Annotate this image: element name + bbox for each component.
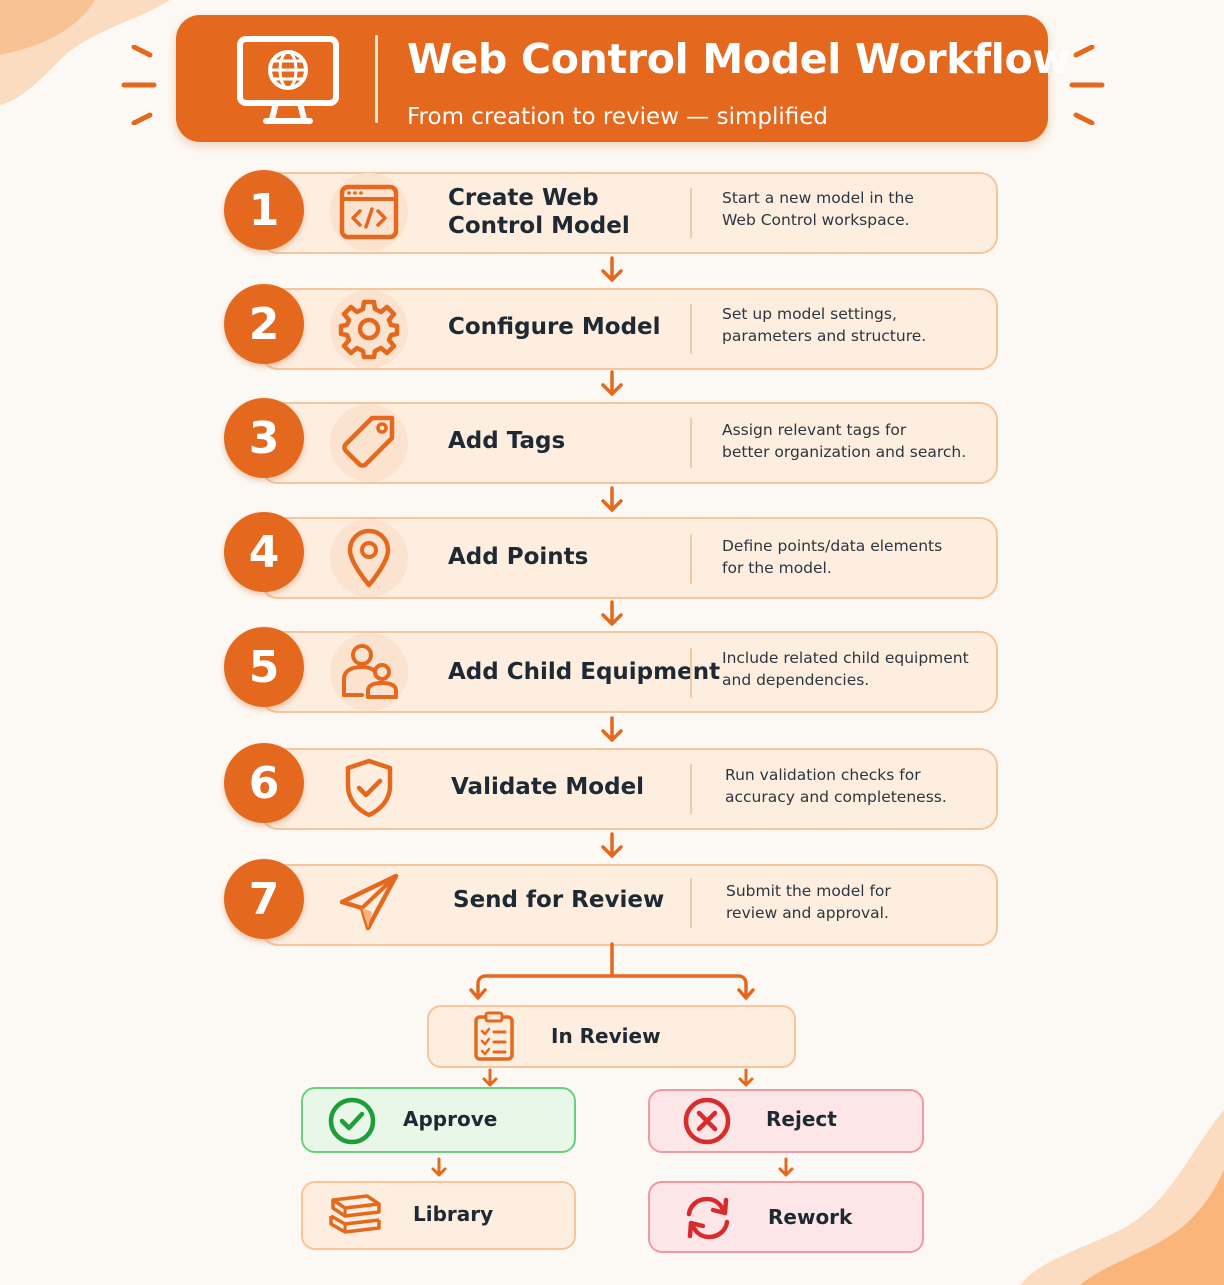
step-title: Validate Model bbox=[451, 774, 645, 800]
down-arrow bbox=[601, 716, 623, 742]
step-number-badge: 6 bbox=[224, 743, 304, 823]
reject-box bbox=[648, 1089, 924, 1153]
library-label: Library bbox=[413, 1202, 494, 1226]
down-arrow-small bbox=[738, 1068, 754, 1087]
down-arrow-small bbox=[482, 1068, 498, 1087]
code-window-icon bbox=[339, 184, 399, 240]
step-divider bbox=[690, 304, 692, 354]
users-icon bbox=[342, 644, 398, 699]
step-number-badge: 7 bbox=[224, 859, 304, 939]
step-divider bbox=[690, 418, 692, 468]
step-divider bbox=[690, 878, 692, 928]
left-burst-lines bbox=[121, 45, 157, 125]
step-description: Set up model settings, parameters and st… bbox=[722, 303, 926, 347]
step-description-line: Define points/data elements bbox=[722, 537, 943, 555]
down-arrow-small bbox=[431, 1157, 447, 1177]
down-arrow bbox=[601, 486, 623, 512]
refresh-arrows-icon bbox=[686, 1196, 730, 1240]
step-title-line: Control Model bbox=[448, 213, 630, 239]
x-circle-icon bbox=[683, 1097, 731, 1145]
step-description: Submit the model for review and approval… bbox=[726, 880, 891, 924]
step-title: Configure Model bbox=[448, 314, 661, 340]
step-description-line: Submit the model for bbox=[726, 882, 891, 900]
step-description-line: accuracy and completeness. bbox=[725, 788, 947, 806]
page-title: Web Control Model Workflow bbox=[407, 35, 1070, 83]
tag-icon bbox=[342, 415, 395, 468]
step-description: Assign relevant tags for better organiza… bbox=[722, 419, 966, 463]
rework-box bbox=[648, 1181, 924, 1253]
step-description-line: better organization and search. bbox=[722, 443, 967, 461]
step-description-line: Set up model settings, bbox=[722, 305, 897, 323]
down-arrow bbox=[601, 600, 623, 626]
step-description: Include related child equipment and depe… bbox=[722, 647, 969, 691]
step-description: Run validation checks for accuracy and c… bbox=[725, 764, 947, 808]
bottom-right-blob bbox=[1020, 1110, 1224, 1285]
step-title-line: Create Web bbox=[448, 185, 599, 211]
down-arrow bbox=[601, 256, 623, 282]
map-pin-icon bbox=[347, 528, 391, 588]
step-number-badge: 5 bbox=[224, 627, 304, 707]
monitor-globe-icon bbox=[237, 36, 339, 124]
gear-icon bbox=[338, 299, 400, 360]
step-divider bbox=[690, 764, 692, 814]
step-description-line: Assign relevant tags for bbox=[722, 421, 907, 439]
down-arrow bbox=[601, 370, 623, 396]
step-title: Add Tags bbox=[448, 428, 566, 454]
step-number-badge: 4 bbox=[224, 512, 304, 592]
step-number-badge: 3 bbox=[224, 398, 304, 478]
step-description-line: parameters and structure. bbox=[722, 327, 927, 345]
step-card-7 bbox=[260, 864, 998, 946]
step-description: Start a new model in the Web Control wor… bbox=[722, 187, 914, 231]
reject-label: Reject bbox=[766, 1107, 837, 1131]
header-banner: Web Control Model Workflow From creation… bbox=[176, 15, 1070, 142]
step-number-badge: 1 bbox=[224, 170, 304, 250]
down-arrow-small bbox=[778, 1157, 794, 1177]
right-burst-lines bbox=[1069, 45, 1105, 125]
step-divider bbox=[690, 188, 692, 238]
step-divider bbox=[690, 534, 692, 584]
step-title: Add Points bbox=[448, 544, 589, 570]
rework-label: Rework bbox=[768, 1205, 853, 1229]
step-description: Define points/data elements for the mode… bbox=[722, 535, 942, 579]
clipboard-checklist-icon bbox=[474, 1011, 514, 1061]
step-description-line: Run validation checks for bbox=[725, 766, 921, 784]
books-stack-icon bbox=[329, 1194, 381, 1234]
approve-label: Approve bbox=[403, 1107, 498, 1131]
in-review-label: In Review bbox=[551, 1024, 661, 1048]
down-arrow bbox=[601, 832, 623, 858]
step-title: Create Web Control Model bbox=[448, 184, 630, 240]
step-description-line: Include related child equipment bbox=[722, 649, 969, 667]
check-circle-icon bbox=[328, 1097, 376, 1145]
step-title: Send for Review bbox=[453, 887, 665, 913]
page-subtitle: From creation to review — simplified bbox=[407, 104, 828, 130]
step-description-line: Start a new model in the bbox=[722, 189, 914, 207]
step-description-line: review and approval. bbox=[726, 904, 889, 922]
top-left-blob bbox=[0, 0, 170, 105]
step-description-line: Web Control workspace. bbox=[722, 211, 910, 229]
paper-plane-icon bbox=[339, 873, 399, 931]
step-number-badge: 2 bbox=[224, 284, 304, 364]
step-divider bbox=[690, 648, 692, 698]
step-description-line: and dependencies. bbox=[722, 671, 870, 689]
shield-check-icon bbox=[345, 758, 393, 818]
step-description-line: for the model. bbox=[722, 559, 832, 577]
step-title: Add Child Equipment bbox=[448, 659, 721, 685]
header-divider bbox=[375, 35, 378, 123]
step-icon-circle bbox=[330, 404, 408, 482]
branch-connector bbox=[469, 942, 755, 1000]
